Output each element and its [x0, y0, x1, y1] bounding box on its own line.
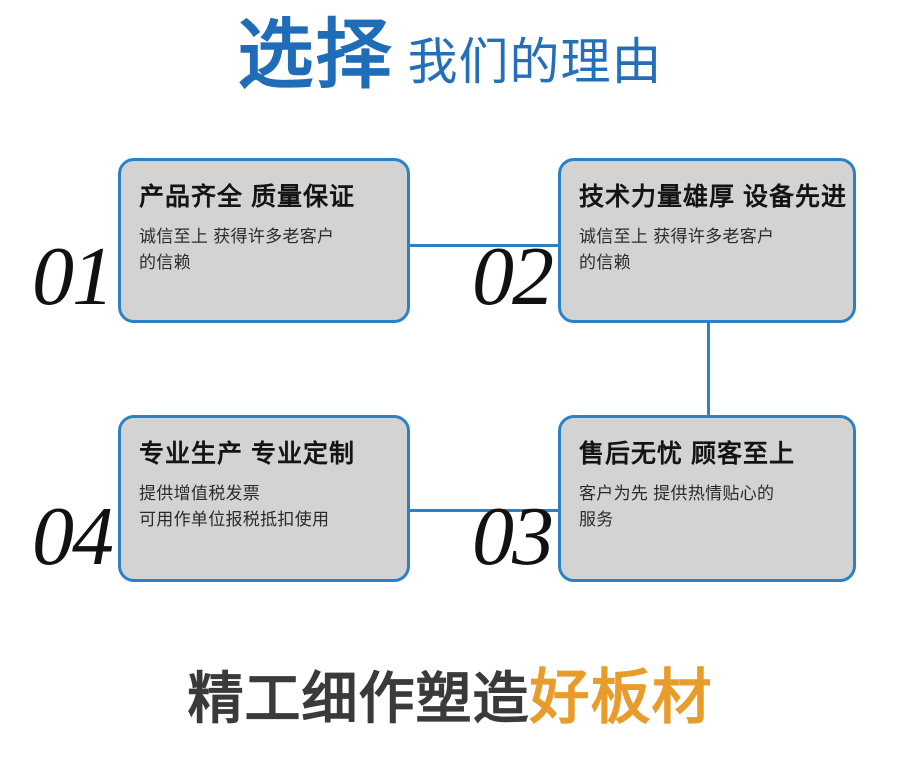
- reason-card-body: 诚信至上 获得许多老客户 的信赖: [579, 224, 839, 277]
- reason-card-body-line: 的信赖: [579, 253, 631, 273]
- step-number-03: 03: [472, 490, 554, 583]
- footer-slogan: 精工细作塑造好板材: [0, 668, 900, 728]
- page-title-strong: 选择: [237, 13, 394, 98]
- reason-card-title: 技术力量雄厚 设备先进: [579, 183, 847, 211]
- reason-card-body-line: 服务: [579, 510, 614, 530]
- step-number-02: 02: [472, 230, 554, 323]
- step-number-01: 01: [32, 230, 114, 323]
- reason-card-content: 专业生产 专业定制 提供增值税发票 可用作单位报税抵扣使用: [121, 418, 407, 533]
- reason-card-body-line: 诚信至上 获得许多老客户: [579, 226, 775, 246]
- reason-card-body: 提供增值税发票 可用作单位报税抵扣使用: [139, 481, 393, 534]
- reason-card-01: 产品齐全 质量保证 诚信至上 获得许多老客户 的信赖: [118, 158, 410, 323]
- reason-card-02: 技术力量雄厚 设备先进 诚信至上 获得许多老客户 的信赖: [558, 158, 856, 323]
- connector-line-01-to-02: [408, 244, 560, 247]
- reason-card-body-line: 提供增值税发票: [139, 483, 261, 503]
- reason-card-title: 产品齐全 质量保证: [139, 183, 355, 211]
- reason-card-content: 产品齐全 质量保证 诚信至上 获得许多老客户 的信赖: [121, 161, 407, 276]
- footer-slogan-accent: 好板材: [529, 664, 713, 731]
- page-title-light: 我们的理由: [407, 34, 663, 90]
- reason-card-title: 售后无忧 顾客至上: [579, 440, 795, 468]
- reason-card-body: 诚信至上 获得许多老客户 的信赖: [139, 224, 393, 277]
- reason-card-body-line: 客户为先 提供热情贴心的: [579, 483, 775, 503]
- reason-card-content: 售后无忧 顾客至上 客户为先 提供热情贴心的 服务: [561, 418, 853, 533]
- page-title: 选择 我们的理由: [0, 18, 900, 118]
- reason-card-body-line: 可用作单位报税抵扣使用: [139, 510, 330, 530]
- reason-card-04: 专业生产 专业定制 提供增值税发票 可用作单位报税抵扣使用: [118, 415, 410, 582]
- reason-card-body-line: 诚信至上 获得许多老客户: [139, 226, 335, 246]
- reason-card-03: 售后无忧 顾客至上 客户为先 提供热情贴心的 服务: [558, 415, 856, 582]
- step-number-04: 04: [32, 490, 114, 583]
- footer-slogan-dark: 精工细作塑造: [187, 667, 530, 730]
- reason-card-body-line: 的信赖: [139, 253, 191, 273]
- reason-card-content: 技术力量雄厚 设备先进 诚信至上 获得许多老客户 的信赖: [561, 161, 853, 276]
- connector-line-03-to-04: [408, 509, 560, 512]
- connector-line-02-to-03: [707, 322, 710, 422]
- reason-card-title: 专业生产 专业定制: [139, 440, 355, 468]
- reason-card-body: 客户为先 提供热情贴心的 服务: [579, 481, 839, 534]
